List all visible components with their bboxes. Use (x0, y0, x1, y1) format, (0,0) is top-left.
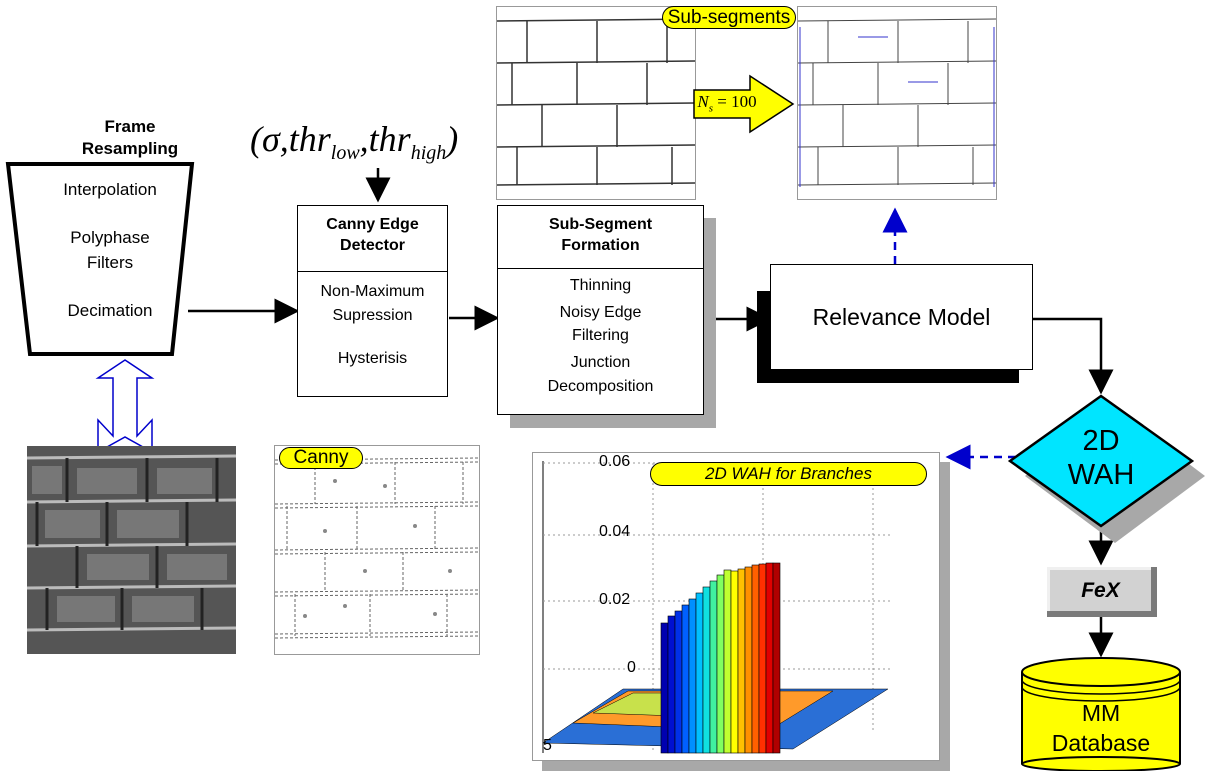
noisy-edge-filtering-label: Noisy Edge Filtering (559, 304, 642, 344)
fex-box: FeX (1047, 567, 1151, 611)
polyphase-filters-label: Polyphase Filters (70, 228, 150, 272)
junction-decomposition-label: Junction Decomposition (547, 354, 654, 395)
thinning-label: Thinning (569, 277, 632, 294)
interpolation-label: Interpolation (63, 180, 157, 199)
non-maximum-suppression-label: Non-Maximum Supression (320, 283, 425, 324)
decimation-label: Decimation (67, 301, 153, 320)
frame-resampling-title: Frame Resampling (81, 117, 179, 158)
subsegment-image-right (797, 6, 997, 200)
plot-title-label: 2D WAH for Branches (650, 462, 927, 486)
canny-edge-detector-box: Canny Edge Detector Non-Maximum Supressi… (297, 205, 448, 397)
relevance-model-box: Relevance Model (770, 264, 1033, 370)
fex-label: FeX (1081, 578, 1120, 602)
brick-wall-photo (27, 446, 236, 654)
canny-parameters: (σ,thrlow,thrhigh) (250, 119, 459, 165)
arrow-relevance-to-wah (1033, 317, 1114, 395)
plot-tick-0: 0 (627, 659, 636, 676)
subsegments-image-label: Sub-segments (662, 6, 796, 29)
plot-corner-tick: 5 (543, 737, 552, 754)
plot-tick-004: 0.04 (599, 523, 631, 540)
subsegment-image-left (496, 6, 696, 200)
canny-edge-image (274, 445, 480, 655)
hysterisis-label: Hysterisis (337, 350, 408, 367)
plot-tick-002: 0.02 (599, 591, 631, 608)
subsegment-box-title: Sub-Segment Formation (498, 206, 703, 269)
canny-image-label: Canny (279, 447, 363, 469)
subsegment-formation-box: Sub-Segment Formation Thinning Noisy Edg… (497, 205, 704, 415)
relevance-model-label: Relevance Model (812, 303, 991, 330)
plot-panel: 0.06 0.04 0.02 0 5 (532, 452, 940, 761)
ns-value-label: Ns = 100 (697, 92, 757, 115)
wah-label: 2D WAH (1067, 425, 1135, 491)
canny-box-title: Canny Edge Detector (298, 206, 447, 272)
plot-tick-006: 0.06 (599, 453, 631, 470)
mm-database-label: MM Database (1051, 700, 1151, 756)
